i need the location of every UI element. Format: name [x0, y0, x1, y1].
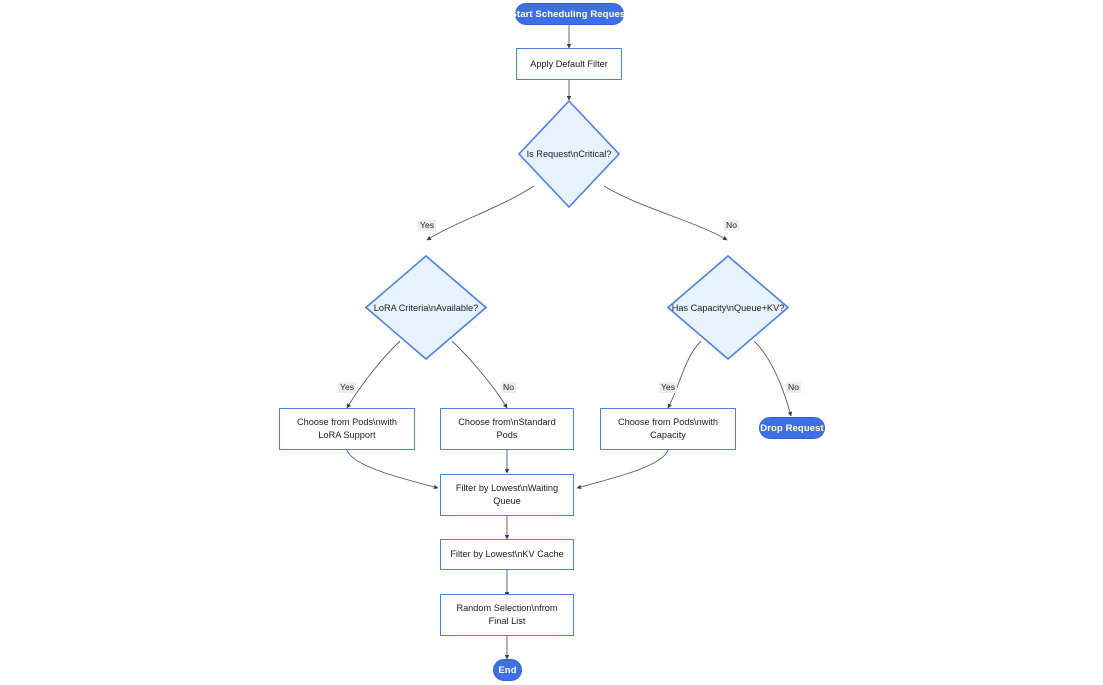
- node-choose-lora-pods-line1: Choose from Pods\nwith: [296, 417, 398, 427]
- edge-capacity-no: [753, 340, 793, 417]
- node-start-label: Start Scheduling Request: [510, 8, 629, 20]
- node-filter-waiting-queue-line2: Queue: [493, 496, 521, 506]
- diamond-shape: [365, 255, 487, 360]
- node-apply-default-filter-label: Apply Default Filter: [530, 58, 608, 69]
- node-random-selection-line1: Random Selection\nfrom: [456, 603, 558, 613]
- node-choose-standard-pods-line2: Pods: [496, 430, 518, 440]
- edge-lora-pods-to-waiting: [346, 449, 439, 490]
- node-random-selection[interactable]: Random Selection\nfrom Final List: [440, 594, 574, 636]
- edge-label-lora-yes-text: Yes: [340, 382, 355, 392]
- node-has-capacity-label: Has Capacity\nQueue+KV?: [671, 302, 785, 313]
- edge-label-critical-yes-text: Yes: [420, 220, 435, 230]
- node-is-request-critical-label: Is Request\nCritical?: [526, 149, 612, 159]
- edge-lora-no: [451, 340, 508, 409]
- node-is-request-critical[interactable]: Is Request\nCritical?: [518, 100, 620, 208]
- node-choose-capacity-pods-line1: Choose from Pods\nwith: [617, 417, 719, 427]
- edge-label-critical-no: No: [724, 220, 739, 231]
- edge-critical-no: [603, 185, 728, 241]
- edge-label-critical-no-text: No: [726, 220, 737, 230]
- edge-label-capacity-yes-text: Yes: [661, 382, 676, 392]
- node-choose-standard-pods-line1: Choose from\nStandard: [458, 417, 556, 427]
- edge-label-capacity-no: No: [786, 382, 801, 393]
- node-choose-lora-pods-line2: LoRA Support: [318, 430, 376, 440]
- edge-critical-yes: [426, 185, 535, 241]
- edge-capacity-pods-to-waiting: [576, 449, 669, 490]
- edge-label-critical-yes: Yes: [418, 220, 437, 231]
- node-filter-waiting-queue[interactable]: Filter by Lowest\nWaiting Queue: [440, 474, 574, 516]
- node-choose-capacity-pods[interactable]: Choose from Pods\nwith Capacity: [600, 408, 736, 450]
- edge-label-capacity-no-text: No: [788, 382, 799, 392]
- edge-label-lora-no: No: [501, 382, 516, 393]
- node-lora-criteria-available-label: LoRA Criteria\nAvailable?: [373, 302, 479, 313]
- node-choose-lora-pods[interactable]: Choose from Pods\nwith LoRA Support: [279, 408, 415, 450]
- node-apply-default-filter[interactable]: Apply Default Filter: [516, 48, 622, 80]
- node-end[interactable]: End: [493, 659, 522, 681]
- node-end-label: End: [498, 664, 517, 676]
- diamond-shape: [667, 255, 789, 360]
- node-drop-request-label: Drop Request: [760, 422, 824, 434]
- edge-label-lora-yes: Yes: [338, 382, 357, 393]
- edge-label-capacity-yes: Yes: [659, 382, 678, 393]
- diamond-shape: [518, 100, 620, 208]
- node-filter-waiting-queue-line1: Filter by Lowest\nWaiting: [455, 483, 559, 493]
- node-start[interactable]: Start Scheduling Request: [511, 3, 628, 25]
- node-choose-capacity-pods-line2: Capacity: [650, 430, 686, 440]
- node-drop-request[interactable]: Drop Request: [759, 417, 825, 439]
- node-filter-kv-cache-label: Filter by Lowest\nKV Cache: [450, 549, 564, 559]
- edge-lora-yes: [346, 340, 401, 409]
- node-filter-kv-cache[interactable]: Filter by Lowest\nKV Cache: [440, 539, 574, 570]
- edge-label-lora-no-text: No: [503, 382, 514, 392]
- edge-capacity-yes: [667, 340, 702, 409]
- node-random-selection-line2: Final List: [488, 616, 526, 626]
- node-has-capacity[interactable]: Has Capacity\nQueue+KV?: [667, 255, 789, 360]
- node-lora-criteria-available[interactable]: LoRA Criteria\nAvailable?: [365, 255, 487, 360]
- node-choose-standard-pods[interactable]: Choose from\nStandard Pods: [440, 408, 574, 450]
